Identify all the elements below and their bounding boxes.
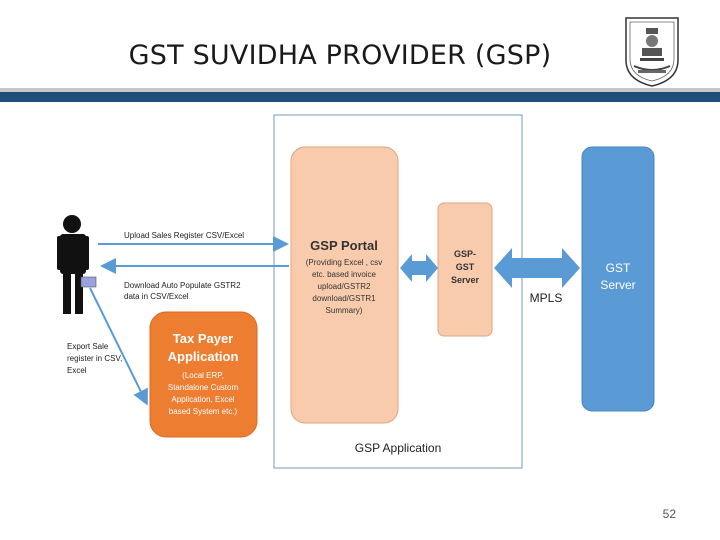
gsp-portal-line: upload/GSTR2 [318, 282, 371, 291]
tax-payer-detail-line: based System etc.) [169, 407, 238, 416]
gst-server-line: GST [606, 261, 631, 275]
gst-server-line: Server [600, 278, 635, 292]
tax-payer-detail-line: Application, Excel [171, 395, 234, 404]
gsp-gst-server-line: GST [456, 262, 475, 272]
gsp-portal-line: (Providing Excel , csv [306, 258, 382, 267]
mpls-label: MPLS [530, 291, 563, 305]
gsp-application-label: GSP Application [355, 441, 442, 455]
gsp-portal-title: GSP Portal [310, 238, 378, 253]
gsp-portal-line: Summary) [326, 306, 363, 315]
gsp-gst-server-box [437, 202, 493, 337]
slide-page-number: 52 [662, 507, 676, 521]
emblem-logo [625, 17, 679, 87]
gsp-portal-line: download/GSTR1 [312, 294, 376, 303]
gsp-gst-server-line: GSP- [454, 249, 476, 259]
tax-payer-title-line: Tax Payer [173, 331, 233, 346]
gsp-gst-server-line: Server [451, 275, 480, 285]
tax-payer-application-box [149, 311, 258, 438]
upload-label: Upload Sales Register CSV/Excel [124, 231, 244, 240]
tax-payer-detail-line: (Local ERP, [182, 371, 224, 380]
export-arrow [89, 287, 148, 406]
gst-server-box [581, 146, 655, 412]
header-blue-band [0, 92, 720, 102]
gsp-portal-box [290, 146, 399, 424]
download-label-line: data in CSV/Excel [124, 292, 189, 301]
slide-title: GST SUVIDHA PROVIDER (GSP) [128, 40, 552, 71]
tax-payer-detail-line: Standalone Custom [168, 383, 239, 392]
export-label-line: register in CSV, [67, 354, 122, 363]
tax-payer-title-line: Application [168, 349, 239, 364]
header-gray-band [0, 88, 720, 92]
export-label-line: Export Sale [67, 342, 109, 351]
user-person-icon [57, 215, 89, 314]
mpls-double-arrow [494, 248, 580, 288]
briefcase-icon [80, 276, 97, 288]
gsp-portal-line: etc. based invoice [312, 270, 377, 279]
download-label-line: Download Auto Populate GSTR2 [124, 281, 241, 290]
export-label-line: Excel [67, 366, 87, 375]
portal-server-double-arrow [400, 254, 438, 282]
